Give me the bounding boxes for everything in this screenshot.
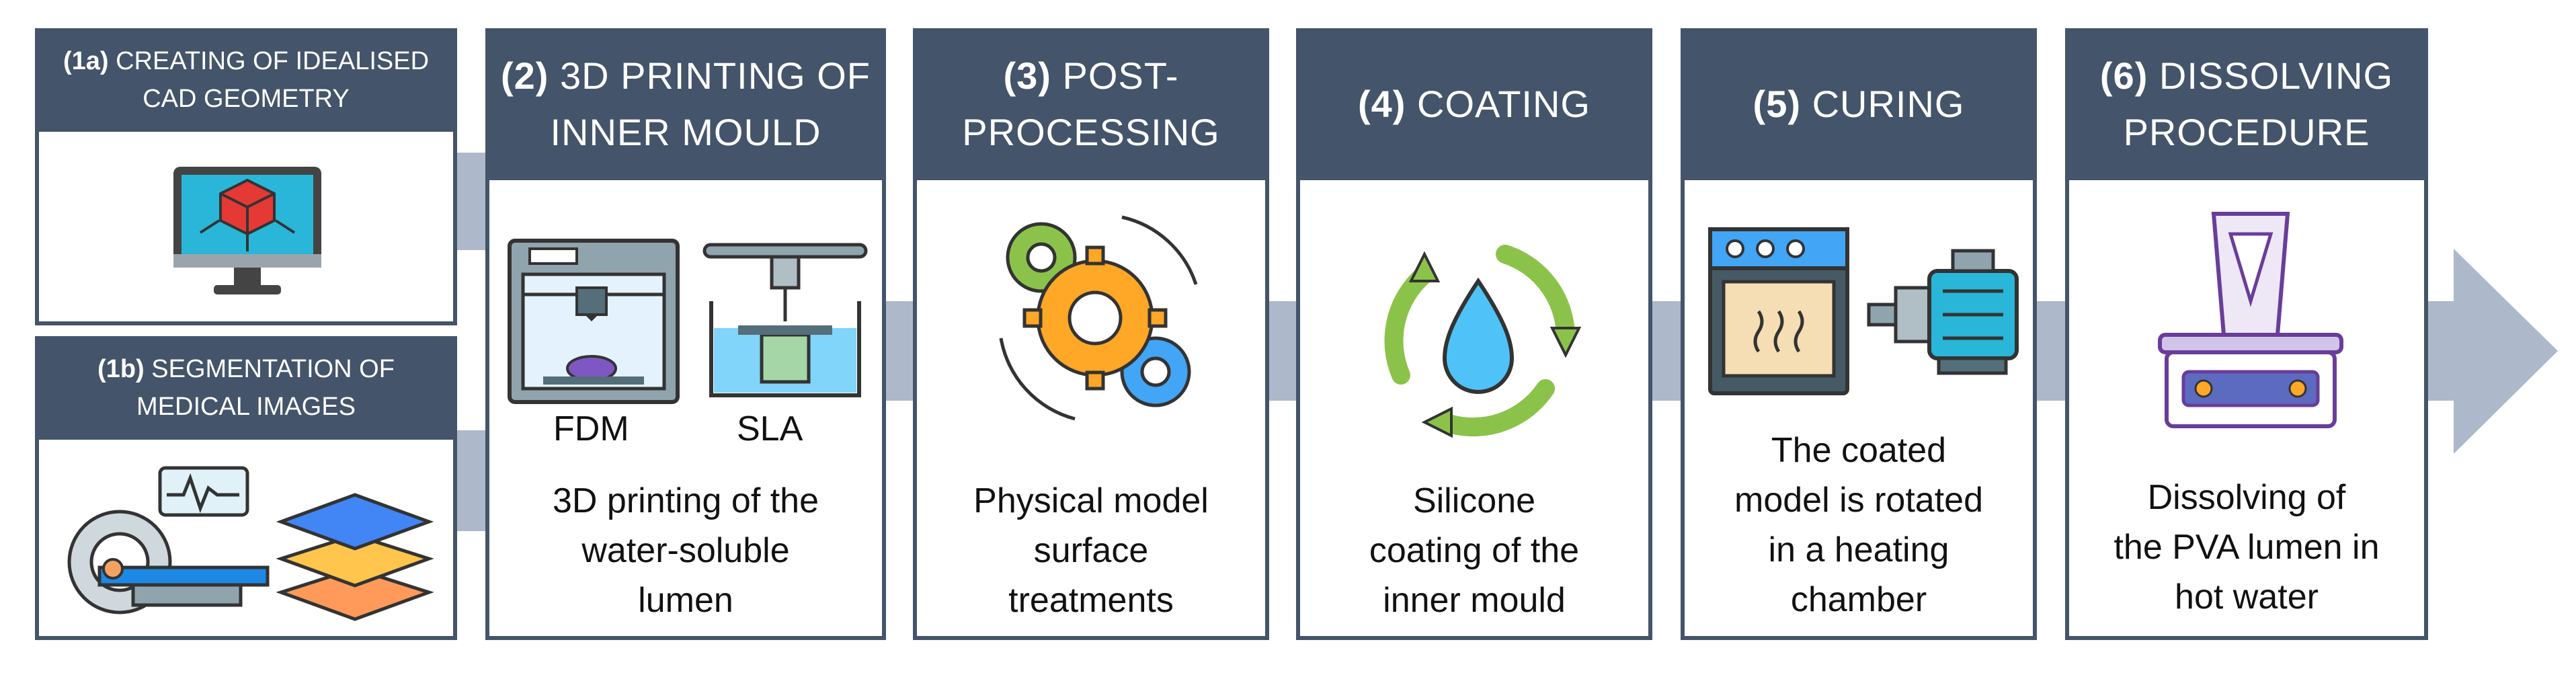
description-line: lumen <box>638 581 733 620</box>
step-card-1b: (1b) SEGMENTATION OF MEDICAL IMAGES <box>35 336 457 640</box>
step-number: (3) <box>1003 54 1051 97</box>
step-number: (6) <box>2099 54 2148 97</box>
motor-icon <box>1867 249 2019 375</box>
description-line: The coated <box>1771 431 1947 470</box>
step-description-2: 3D printing of the water-soluble lumen <box>489 476 882 625</box>
oven-icon <box>1708 227 1849 395</box>
step-header-6: (6) DISSOLVING PROCEDURE <box>2065 28 2428 180</box>
description-line: Physical model <box>973 481 1209 520</box>
description-line: chamber <box>1790 580 1927 619</box>
step-card-2: (2) 3D PRINTING OF INNER MOULD FDM SLA 3… <box>485 28 886 640</box>
3d-printer-icon <box>508 239 680 404</box>
description-line: in a heating <box>1768 530 1949 569</box>
description-line: surface <box>1033 531 1149 570</box>
mri-scanner-icon <box>67 466 270 614</box>
step-header-5: (5) CURING <box>1681 28 2037 180</box>
drop-cycle-icon <box>1384 245 1582 438</box>
sla-printer-icon <box>702 243 868 397</box>
step-number: (1b) <box>97 355 145 383</box>
step-card-3: (3) POST-PROCESSING Physical model s <box>913 28 1269 640</box>
description-line: Silicone <box>1412 481 1536 520</box>
step-header-2: (2) 3D PRINTING OF INNER MOULD <box>485 28 886 180</box>
description-line: 3D printing of the <box>552 481 819 520</box>
step-description-5: The coated model is rotated in a heating… <box>1685 426 2033 625</box>
description-line: the PVA lumen in <box>2114 528 2380 567</box>
step-card-1a: (1a) CREATING OF IDEALISED CAD GEOMETRY <box>35 28 457 325</box>
step-title: COATING <box>1417 83 1591 125</box>
step-title: CURING <box>1812 83 1965 125</box>
description-line: coating of the <box>1369 531 1580 570</box>
description-line: model is rotated <box>1734 481 1983 520</box>
step-header-3: (3) POST-PROCESSING <box>913 28 1269 180</box>
description-line: Dissolving of <box>2147 478 2346 517</box>
step-title: SEGMENTATION OF MEDICAL IMAGES <box>136 355 395 421</box>
step-header-4: (4) COATING <box>1296 28 1652 180</box>
cad-monitor-icon <box>173 167 321 294</box>
step-card-4: (4) COATING Silicone coating of the inne… <box>1296 28 1652 640</box>
hotplate-beaker-icon <box>2158 212 2343 428</box>
step-description-4: Silicone coating of the inner mould <box>1300 476 1648 625</box>
step-header-1a: (1a) CREATING OF IDEALISED CAD GEOMETRY <box>35 28 457 132</box>
step-title: 3D PRINTING OF INNER MOULD <box>550 54 871 153</box>
step-title: CREATING OF IDEALISED CAD GEOMETRY <box>116 47 430 113</box>
description-line: treatments <box>1008 581 1174 620</box>
fdm-label: FDM <box>553 409 629 448</box>
sla-label: SLA <box>737 409 803 448</box>
step-number: (4) <box>1358 83 1406 125</box>
step-number: (1a) <box>63 47 109 75</box>
arrow-head <box>2454 249 2558 454</box>
step-card-5: (5) CURING The coated model is rotated <box>1681 28 2037 640</box>
description-line: water-soluble <box>581 531 790 570</box>
step-description-6: Dissolving of the PVA lumen in hot water <box>2069 473 2424 622</box>
description-line: inner mould <box>1383 581 1566 620</box>
step-title: POST-PROCESSING <box>962 54 1220 153</box>
step-header-1b: (1b) SEGMENTATION OF MEDICAL IMAGES <box>35 336 457 440</box>
step-card-6: (6) DISSOLVING PROCEDURE Dissolving of t… <box>2065 28 2428 640</box>
gears-icon <box>999 215 1198 421</box>
step-number: (5) <box>1753 83 1801 125</box>
step-number: (2) <box>500 54 549 97</box>
step-title: DISSOLVING PROCEDURE <box>2123 54 2394 153</box>
image-layers-icon <box>276 493 434 621</box>
step-description-3: Physical model surface treatments <box>917 476 1265 625</box>
description-line: hot water <box>2175 578 2319 617</box>
